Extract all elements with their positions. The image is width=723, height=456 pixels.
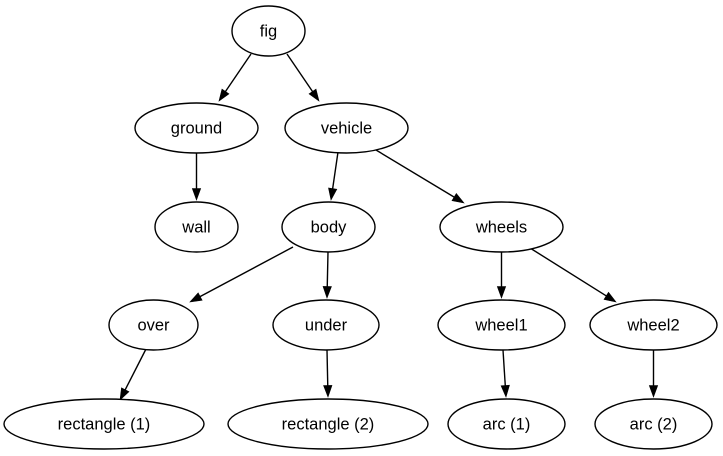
edge-arrowhead-icon (451, 192, 465, 204)
edge-line (375, 149, 456, 199)
edge-line (123, 348, 147, 392)
graph-node-rectangle2[interactable]: rectangle (2) (227, 398, 429, 450)
graph-node-rectangle1[interactable]: rectangle (1) (3, 398, 205, 450)
node-ellipse-shape[interactable] (589, 299, 718, 351)
graph-node-arc1[interactable]: arc (1) (447, 398, 566, 450)
graph-edge (328, 151, 339, 201)
node-ellipse-shape[interactable] (594, 398, 713, 450)
graph-node-under[interactable]: under (272, 299, 380, 351)
graph-edge (500, 349, 510, 398)
node-ellipse-shape[interactable] (437, 299, 566, 351)
graph-node-ground[interactable]: ground (134, 102, 259, 154)
edge-line (502, 349, 507, 388)
edge-line (529, 247, 608, 298)
node-ellipse-shape[interactable] (3, 398, 205, 450)
graph-edge (189, 246, 294, 303)
graph-edge (322, 251, 332, 299)
edge-arrowhead-icon (322, 286, 332, 299)
node-ellipse-shape[interactable] (154, 201, 239, 253)
node-ellipse-shape[interactable] (227, 398, 429, 450)
edge-line (326, 251, 329, 289)
edge-arrowhead-icon (119, 387, 130, 401)
node-ellipse-shape[interactable] (281, 201, 376, 253)
edge-arrowhead-icon (191, 188, 202, 201)
graph-node-wall[interactable]: wall (154, 201, 239, 253)
edge-arrowhead-icon (323, 385, 333, 398)
node-ellipse-shape[interactable] (108, 299, 199, 351)
edge-line (224, 53, 252, 94)
graph-node-wheels[interactable]: wheels (439, 201, 564, 253)
edge-arrowhead-icon (218, 88, 230, 102)
graph-edge (323, 349, 333, 398)
edge-arrowhead-icon (308, 88, 320, 102)
edge-arrowhead-icon (648, 385, 659, 398)
edge-arrowhead-icon (189, 292, 203, 303)
edge-arrowhead-icon (496, 286, 507, 299)
graph-edge (496, 252, 507, 299)
graph-node-arc2[interactable]: arc (2) (594, 398, 713, 450)
graph-edge (529, 247, 617, 303)
edge-line (326, 349, 329, 388)
graph-edge (648, 350, 659, 398)
graph-node-wheel2[interactable]: wheel2 (589, 299, 718, 351)
edges-layer (119, 53, 659, 401)
graph-node-wheel1[interactable]: wheel1 (437, 299, 566, 351)
node-ellipse-shape[interactable] (284, 102, 409, 154)
edge-arrowhead-icon (603, 291, 617, 303)
node-ellipse-shape[interactable] (134, 102, 259, 154)
edge-line (198, 246, 294, 298)
edge-arrowhead-icon (500, 384, 510, 398)
graph-edge (119, 348, 147, 401)
node-ellipse-shape[interactable] (447, 398, 566, 450)
edge-arrowhead-icon (328, 187, 338, 201)
graph-edge (286, 53, 320, 102)
edge-line (286, 53, 314, 94)
graph-node-fig[interactable]: fig (231, 5, 306, 57)
node-ellipse-shape[interactable] (439, 201, 564, 253)
edge-line (331, 151, 339, 191)
node-ellipse-shape[interactable] (231, 5, 306, 57)
graph-edge (191, 153, 202, 201)
node-ellipse-shape[interactable] (272, 299, 380, 351)
graph-edge (218, 53, 252, 102)
graph-node-vehicle[interactable]: vehicle (284, 102, 409, 154)
graph-node-body[interactable]: body (281, 201, 376, 253)
graph-node-over[interactable]: over (108, 299, 199, 351)
graph-edge (375, 149, 465, 204)
